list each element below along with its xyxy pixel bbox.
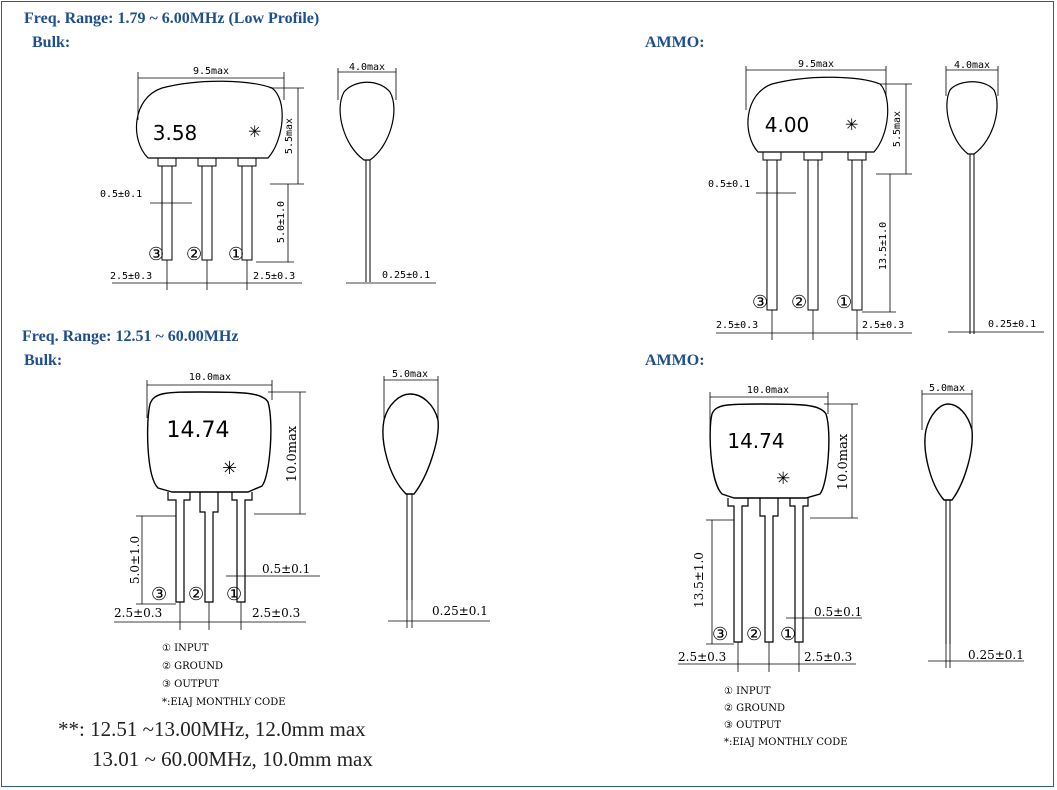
br-marking: 14.74 [727,429,784,453]
ammo-label-1: AMMO: [645,34,705,51]
br-lead-thickness-dim: 0.25±0.1 [968,648,1024,662]
legend-ground: ② GROUND [162,661,224,672]
tl-pin3: ③ [148,244,164,265]
bl-code-star: ✳ [222,458,237,479]
tl-width-dim: 9.5max [193,66,229,77]
br-resonator-side: 5.0max 0.25±0.1 [921,383,1024,668]
tr-pitch-left: 2.5±0.3 [716,320,758,331]
br-lead-length-dim: 13.5±1.0 [692,552,706,608]
bl-pin1: ① [226,584,242,605]
legend-input: ① INPUT [162,643,209,654]
tr-lead-thickness-dim: 0.25±0.1 [988,319,1036,330]
tr-resonator-front: 4.00 ✳ ③ ② ① [747,76,889,313]
tr-pin1: ① [836,292,852,313]
tr-code-star: ✳ [845,115,858,134]
bl-thickness-dim: 5.0max [392,369,428,380]
tr-thickness-dim: 4.0max [954,60,990,71]
br-width-dim: 10.0max [747,385,789,396]
bl-lead-width-dim: 0.5±0.1 [262,562,310,576]
bl-dimensions: 10.0max 10.0max 5.0±1.0 0.5±0.1 2.5±0.3 … [114,372,320,630]
ammo-pin-legend: ① INPUT ② GROUND ③ OUTPUT *:EIAJ MONTHLY… [724,683,848,751]
bl-pin2: ② [188,584,204,605]
bl-pin3: ③ [151,584,167,605]
bl-lead-thickness-dim: 0.25±0.1 [432,604,488,618]
freq-range-2-title: Freq. Range: 12.51 ~ 60.00MHz [22,328,239,345]
tr-resonator-side: 4.0max 0.25±0.1 [945,60,1044,334]
br-thickness-dim: 5.0max [929,383,965,394]
tr-pin3: ③ [752,292,768,313]
tl-code-star: ✳ [248,122,261,141]
tr-marking: 4.00 [765,113,810,137]
legend-output: ③ OUTPUT [162,679,220,690]
tl-lead-thickness-dim: 0.25±0.1 [382,270,430,281]
bulk-label-2: Bulk: [24,352,63,369]
tl-pitch-left: 2.5±0.3 [110,271,152,282]
br-pin3: ③ [712,624,728,645]
br-lead-width-dim: 0.5±0.1 [814,605,862,619]
br-pin1: ① [780,624,796,645]
br-height-dim: 10.0max [836,433,851,490]
br-dimensions: 10.0max 10.0max 13.5±1.0 0.5±0.1 2.5±0.3… [678,385,862,672]
tr-width-dim: 9.5max [798,59,834,70]
legend-code: *:EIAJ MONTHLY CODE [162,697,286,708]
bl-resonator-side: 5.0max 0.25±0.1 [382,369,490,628]
tr-lead-length-dim: 13.5±1.0 [878,222,889,270]
ammo-label-2: AMMO: [645,352,705,369]
br-pitch-right: 2.5±0.3 [804,650,852,664]
tr-lead-width-dim: 0.5±0.1 [708,179,750,190]
br-resonator-front: 14.74 ✳ ③ ② ① [709,403,830,645]
tl-height-dim: 5.5max [284,118,295,154]
tr-pitch-right: 2.5±0.3 [862,320,904,331]
bl-pitch-left: 2.5±0.3 [114,606,162,620]
legend-input-ammo: ① INPUT [724,686,771,697]
br-pitch-left: 2.5±0.3 [678,650,726,664]
br-code-star: ✳ [776,469,790,489]
tr-height-dim: 5.5max [892,111,903,147]
tl-dimensions: 9.5max 5.5max 5.0±1.0 0.5±0.1 2.5±0.3 2.… [100,66,304,290]
freq-range-1-title: Freq. Range: 1.79 ~ 6.00MHz (Low Profile… [24,10,320,27]
tl-pitch-right: 2.5±0.3 [253,271,295,282]
bl-lead-length-dim: 5.0±1.0 [128,536,142,584]
tl-pin2: ② [186,244,202,265]
tl-thickness-dim: 4.0max [349,62,385,73]
tr-pin2: ② [791,292,807,313]
bl-resonator-front: 14.74 ✳ ③ ② ① [146,391,272,605]
bulk-pin-legend: ① INPUT ② GROUND ③ OUTPUT *:EIAJ MONTHLY… [162,640,286,712]
tl-lead-length-dim: 5.0±1.0 [276,201,287,243]
legend-code-ammo: *:EIAJ MONTHLY CODE [724,737,848,748]
tl-resonator-side: 4.0max 0.25±0.1 [337,62,436,284]
bl-width-dim: 10.0max [189,372,231,383]
legend-ground-ammo: ② GROUND [724,703,786,714]
height-note-line1: **: 12.51 ~13.00MHz, 12.0mm max [58,717,366,741]
legend-output-ammo: ③ OUTPUT [724,720,782,731]
tl-resonator-front: 3.58 ✳ ③ ② ① [135,80,283,265]
bl-pitch-right: 2.5±0.3 [252,606,300,620]
bl-height-dim: 10.0max [285,425,300,482]
height-note-line2: 13.01 ~ 60.00MHz, 10.0mm max [92,747,373,771]
tl-marking: 3.58 [153,121,198,145]
bl-marking: 14.74 [167,418,230,443]
tl-lead-width-dim: 0.5±0.1 [100,189,142,200]
tl-pin1: ① [228,244,244,265]
bulk-label-1: Bulk: [32,34,71,51]
br-pin2: ② [746,624,762,645]
tr-dimensions: 9.5max 5.5max 13.5±1.0 0.5±0.1 2.5±0.3 2… [708,59,912,340]
